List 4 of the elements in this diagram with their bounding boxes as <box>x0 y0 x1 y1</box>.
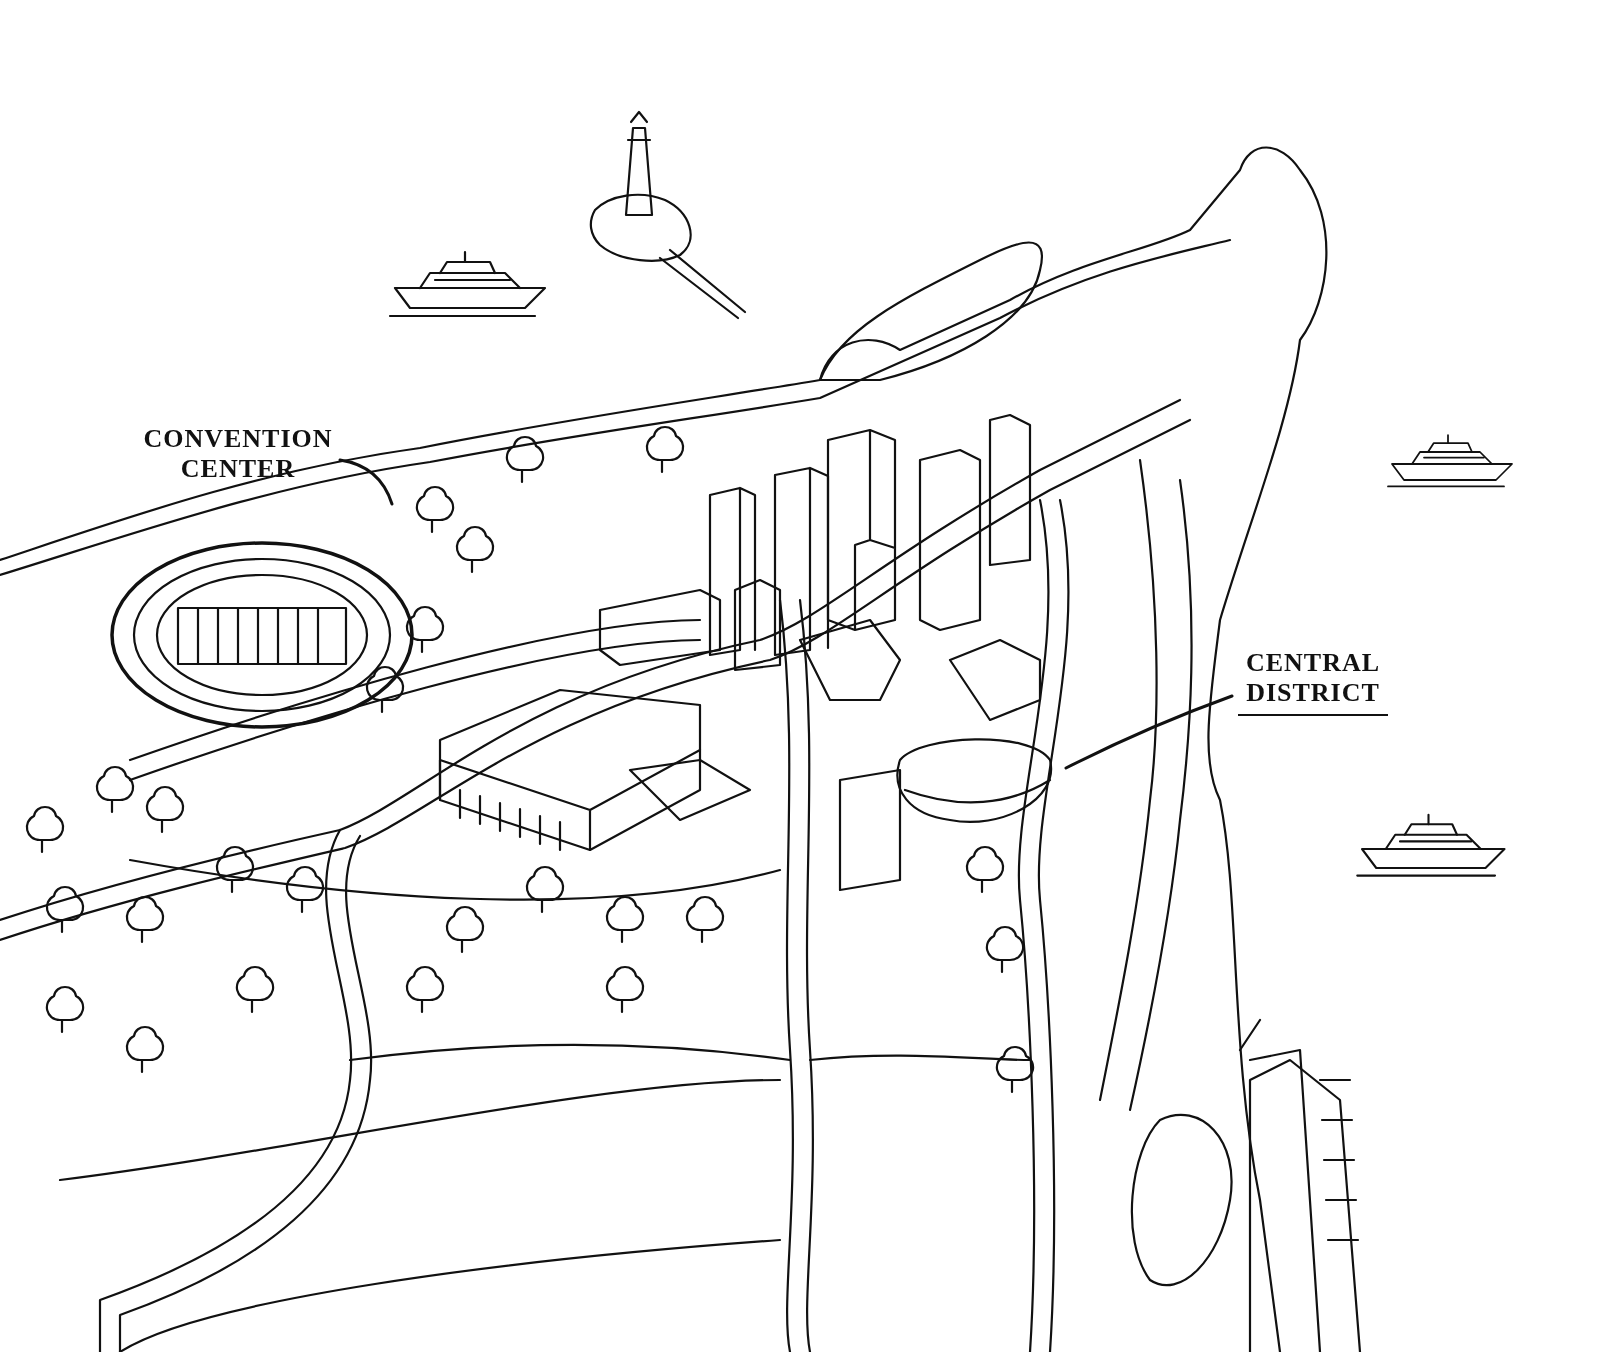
map-label: CENTRAL DISTRICT <box>1238 648 1388 716</box>
map-label: CONVENTION CENTER <box>128 424 348 484</box>
leader-line <box>338 458 394 506</box>
leader-line <box>1064 694 1234 770</box>
